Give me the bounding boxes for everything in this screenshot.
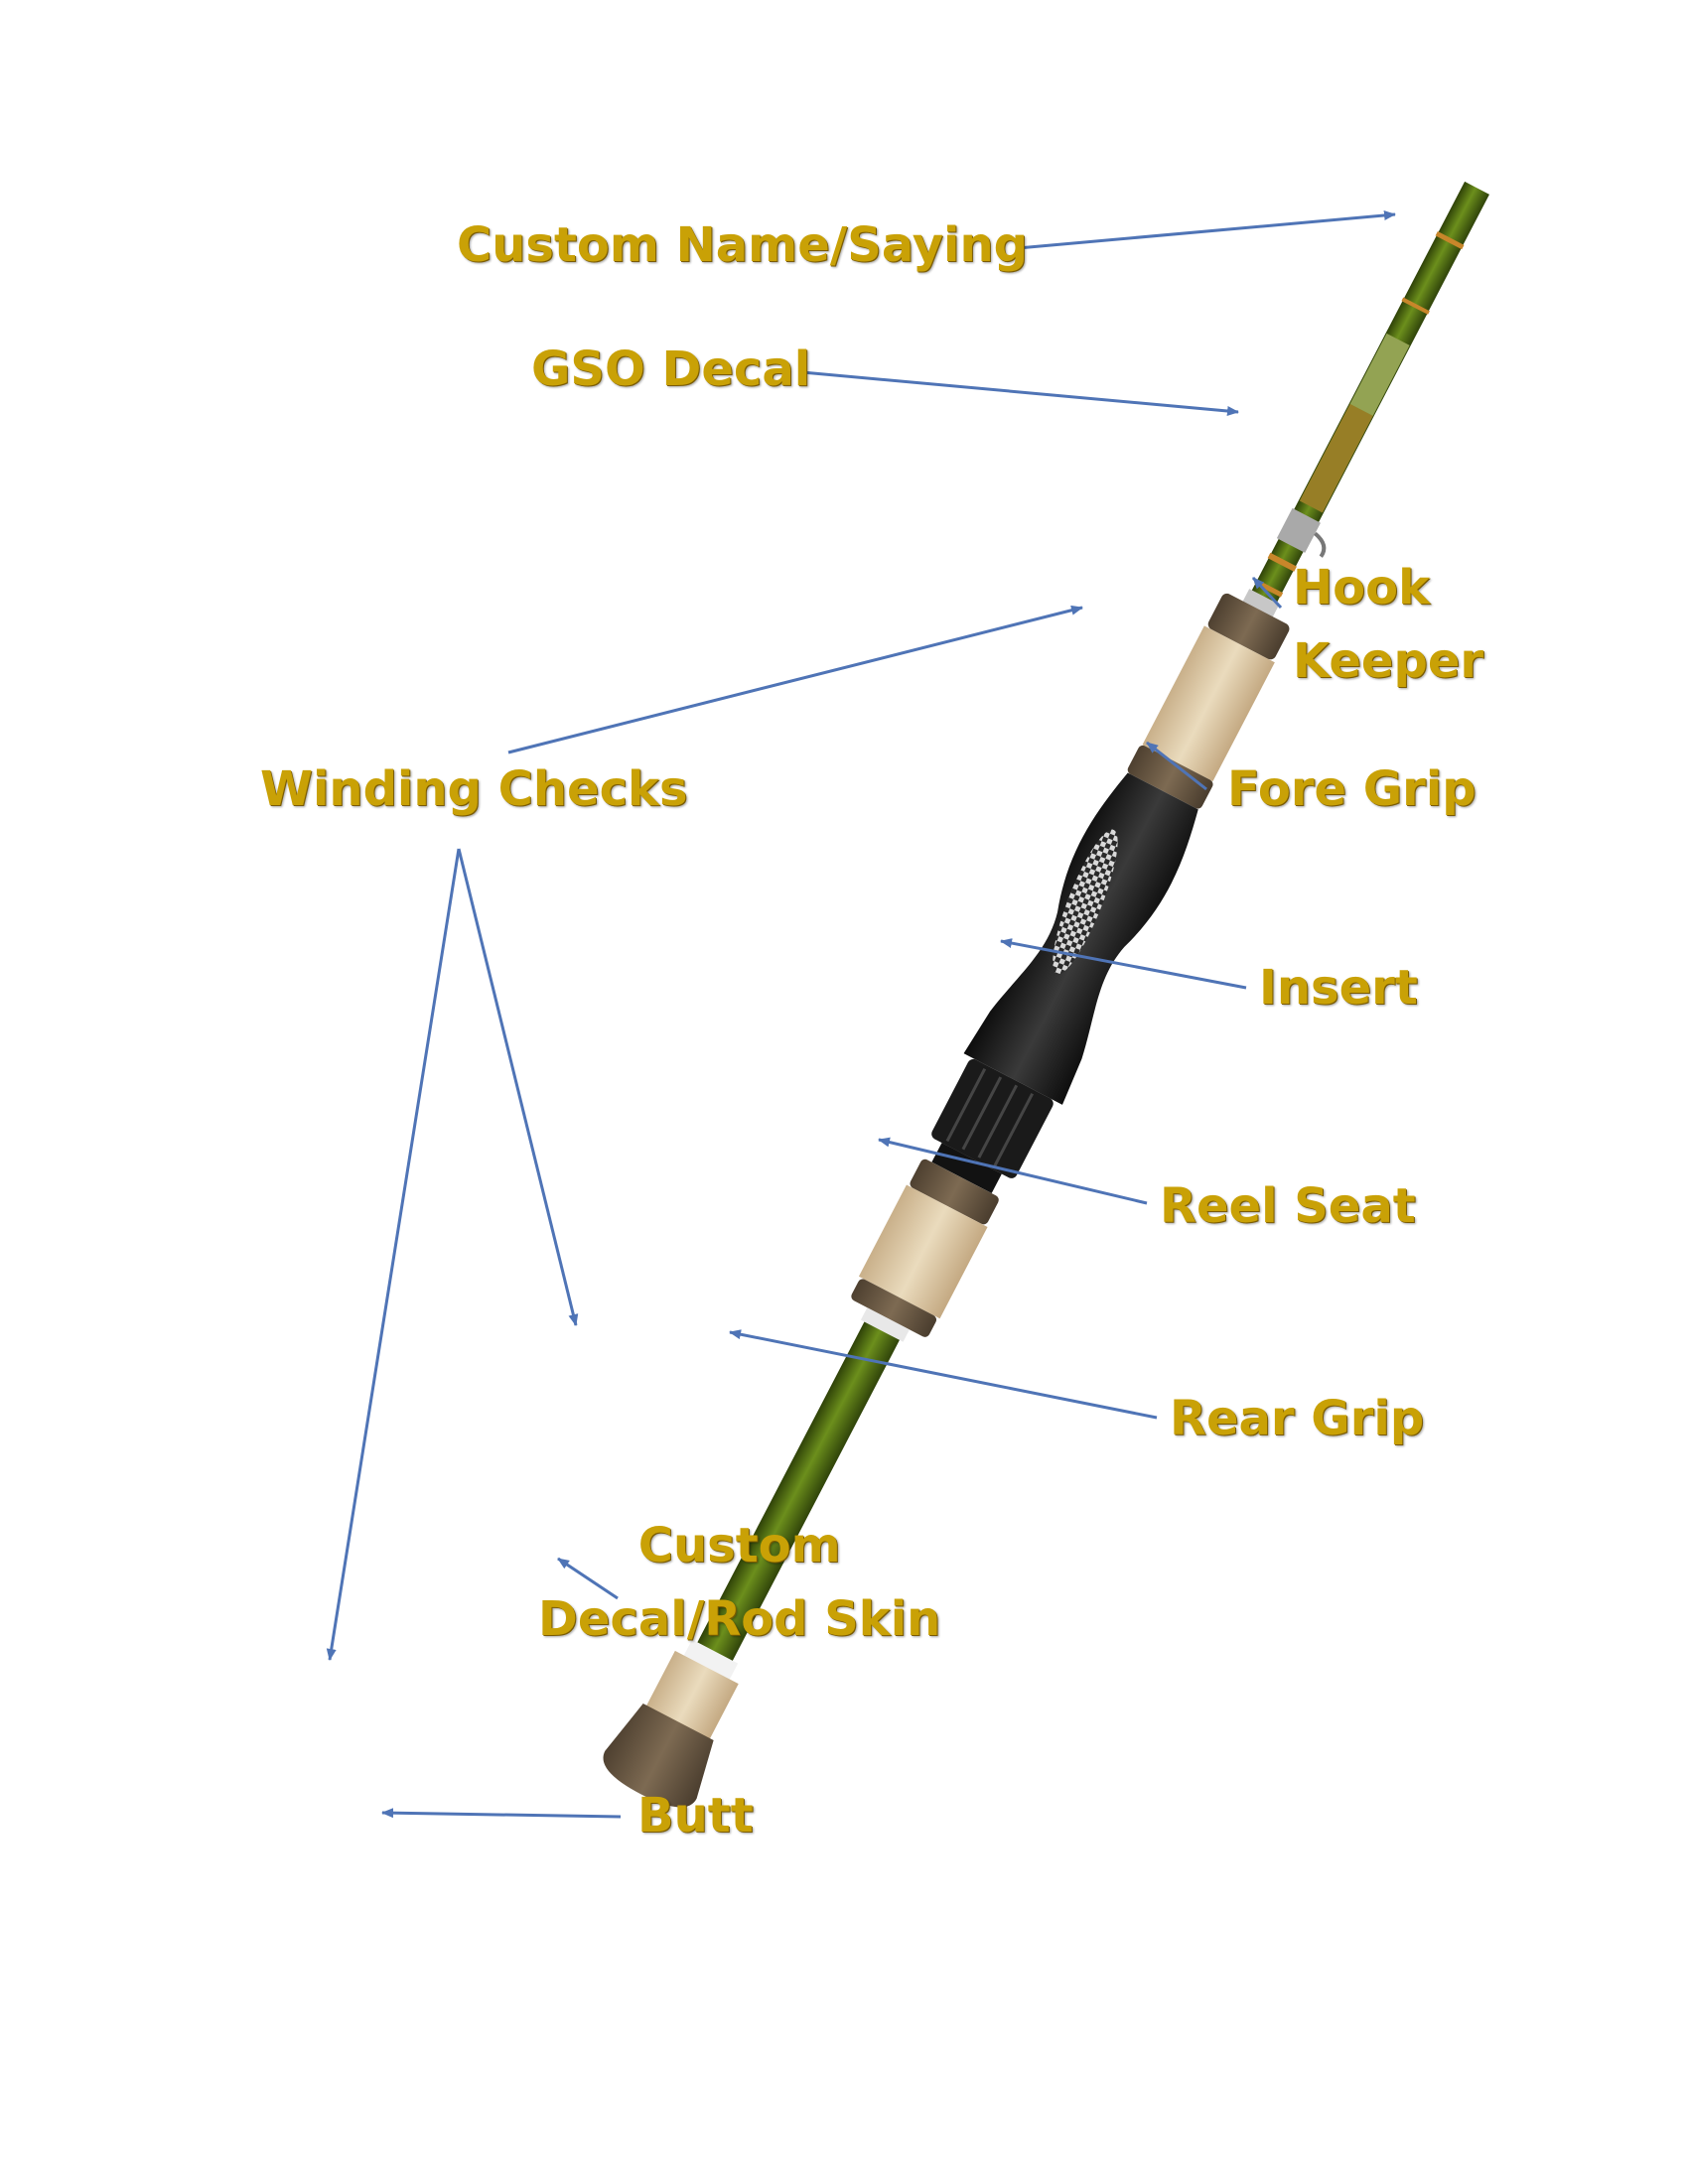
fore-grip-burl-bottom xyxy=(1127,745,1213,809)
label-custom-decal: Custom Decal/Rod Skin xyxy=(538,1509,940,1656)
label-butt-text: Butt xyxy=(637,1788,754,1843)
label-insert-text: Insert xyxy=(1259,960,1418,1016)
label-fore-grip: Fore Grip xyxy=(1227,752,1477,826)
arrow-winding-check-upper xyxy=(507,605,1083,754)
rear-grip-cork xyxy=(858,1184,988,1319)
label-fore-grip-text: Fore Grip xyxy=(1227,761,1477,817)
arrow-butt xyxy=(381,1808,622,1819)
fore-grip-cork xyxy=(1142,625,1275,782)
leader-arrows xyxy=(326,210,1396,1819)
hook-keeper-band xyxy=(1276,507,1321,553)
label-rear-grip-text: Rear Grip xyxy=(1170,1391,1425,1446)
label-butt: Butt xyxy=(637,1779,754,1852)
label-custom-name-text: Custom Name/Saying xyxy=(457,217,1029,273)
label-custom-name: Custom Name/Saying xyxy=(457,208,1028,282)
butt-cap xyxy=(603,1704,714,1808)
arrow-gso-decal xyxy=(801,370,1239,416)
label-hook-keeper: Hook Keeper xyxy=(1293,551,1483,698)
label-insert: Insert xyxy=(1259,951,1418,1024)
label-reel-seat: Reel Seat xyxy=(1160,1169,1416,1243)
label-custom-decal-line-1: Custom xyxy=(637,1518,841,1573)
winding-check-upper xyxy=(1241,589,1280,618)
arrow-fore-grip xyxy=(1146,741,1207,791)
label-hook-keeper-line-1: Hook xyxy=(1293,560,1431,615)
label-custom-decal-line-2: Decal/Rod Skin xyxy=(538,1591,941,1647)
label-reel-seat-text: Reel Seat xyxy=(1160,1178,1416,1234)
reel-seat-nut-ridges xyxy=(945,1068,1035,1167)
label-winding-checks: Winding Checks xyxy=(260,752,688,826)
rear-grip-burl-bottom xyxy=(851,1279,937,1337)
arrow-custom-decal xyxy=(557,1557,619,1600)
arrow-winding-check-middle xyxy=(457,848,579,1326)
arrow-rear-grip xyxy=(729,1329,1158,1420)
label-gso-decal-text: GSO Decal xyxy=(531,341,811,397)
label-gso-decal: GSO Decal xyxy=(531,333,810,406)
carbon-insert-graphic xyxy=(1053,829,1118,975)
arrow-hook-keeper xyxy=(1251,576,1283,610)
fore-grip-burl-top xyxy=(1207,593,1290,660)
rear-grip-burl-top xyxy=(910,1159,999,1225)
arrow-winding-check-lower xyxy=(326,848,461,1661)
winding-check-middle xyxy=(860,1307,910,1342)
label-rear-grip: Rear Grip xyxy=(1170,1382,1424,1455)
lower-blank xyxy=(696,1321,900,1663)
gso-decal-graphic xyxy=(1299,333,1410,513)
arrow-custom-name xyxy=(1017,210,1396,250)
winding-check-lower xyxy=(683,1639,739,1680)
hook-keeper-ring xyxy=(1314,531,1327,558)
label-hook-keeper-line-2: Keeper xyxy=(1293,633,1484,689)
arrow-reel-seat xyxy=(878,1137,1148,1205)
arrow-insert xyxy=(1000,938,1247,990)
label-winding-checks-text: Winding Checks xyxy=(260,761,688,817)
